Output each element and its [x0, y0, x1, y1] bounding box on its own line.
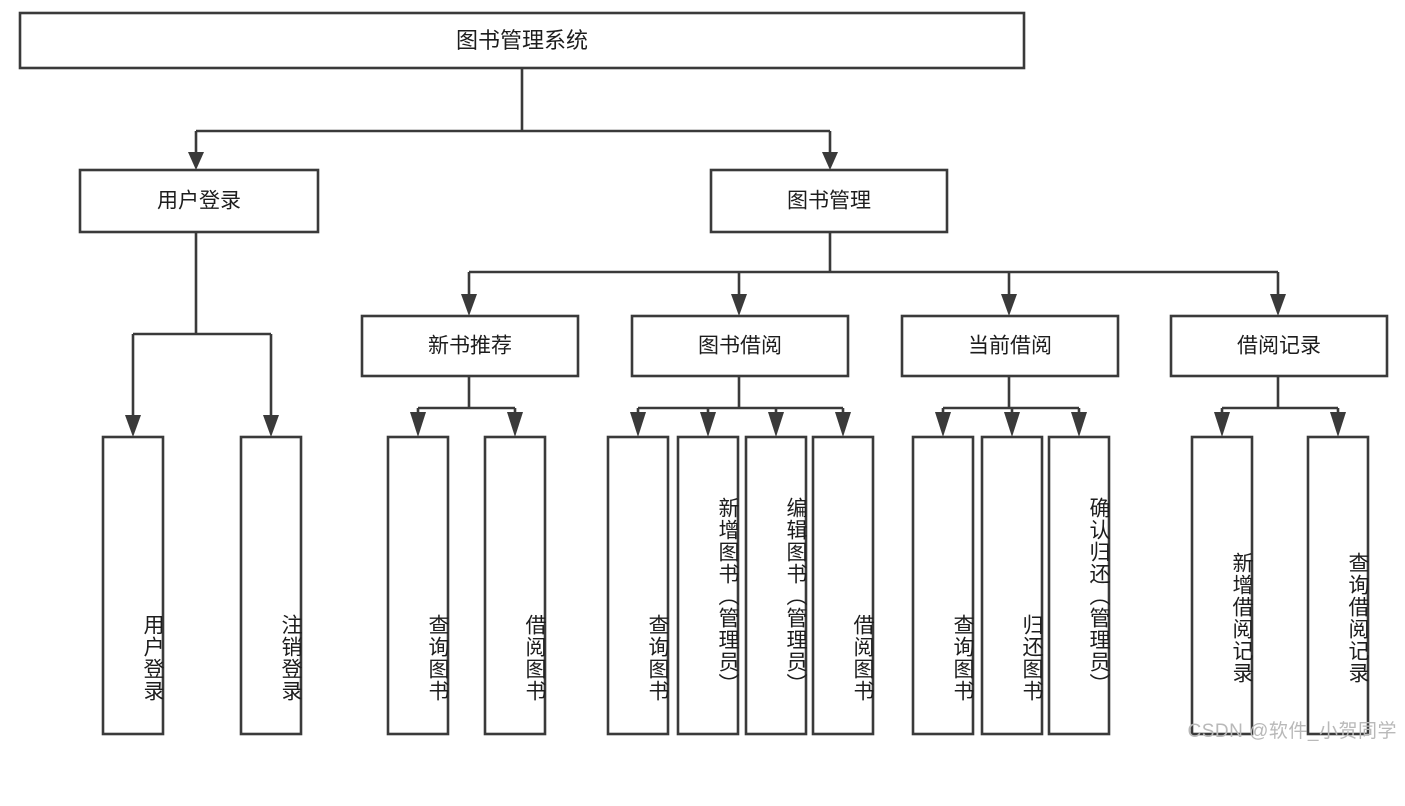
node-book-borrow-label: 图书借阅 — [698, 335, 782, 358]
diagram-canvas: 图书管理系统 用户登录 图书管理 新书推荐 图书借阅 当前借阅 借阅记录 — [18, 11, 1389, 736]
node-book-borrow[interactable]: 图书借阅 — [630, 314, 850, 378]
arrow-head-leaf-query-book-2 — [630, 412, 646, 437]
leaf-box-add-book[interactable] — [676, 435, 740, 736]
connector-group-new-book-recommend — [410, 376, 523, 437]
leaf-box-borrow-book-2[interactable] — [811, 435, 875, 736]
leaf-box-confirm-return[interactable] — [1047, 435, 1111, 736]
connector-group-current-borrow — [935, 376, 1087, 437]
leaf-box-group — [101, 435, 1370, 736]
leaf-box-return-book[interactable] — [980, 435, 1044, 736]
arrow-head-book-manage — [822, 152, 838, 170]
node-user-login[interactable]: 用户登录 — [78, 168, 320, 234]
csdn-watermark: CSDN @软件_小贺同学 — [1187, 721, 1397, 742]
node-current-borrow-box — [900, 314, 1120, 378]
arrow-head-leaf-user-login — [125, 415, 141, 437]
connector-group-book-borrow — [630, 376, 851, 437]
leaf-box-user-login[interactable] — [101, 435, 165, 736]
arrow-head-leaf-add-record — [1214, 412, 1230, 437]
functional-structure-diagram: 图书管理系统 用户登录 图书管理 新书推荐 图书借阅 当前借阅 借阅记录 — [18, 11, 1397, 742]
node-book-manage-box — [709, 168, 949, 234]
node-user-login-label: 用户登录 — [157, 190, 241, 213]
arrow-head-current-borrow — [1001, 294, 1017, 316]
node-current-borrow-label: 当前借阅 — [968, 335, 1052, 358]
arrow-head-leaf-user-logout — [263, 415, 279, 437]
leaf-box-query-record[interactable] — [1306, 435, 1370, 736]
arrow-head-leaf-confirm-return — [1071, 412, 1087, 437]
leaf-box-query-book-2[interactable] — [606, 435, 670, 736]
node-book-manage[interactable]: 图书管理 — [709, 168, 949, 234]
node-new-book-recommend-box — [360, 314, 580, 378]
node-current-borrow[interactable]: 当前借阅 — [900, 314, 1120, 378]
arrow-head-leaf-return-book — [1004, 412, 1020, 437]
leaf-box-query-book-1[interactable] — [386, 435, 450, 736]
arrow-head-leaf-edit-book — [768, 412, 784, 437]
arrow-head-leaf-add-book — [700, 412, 716, 437]
node-new-book-recommend-label: 新书推荐 — [428, 335, 512, 358]
connector-group-user-login — [125, 232, 279, 437]
connector-group-book-manage — [461, 232, 1286, 316]
leaf-box-edit-book[interactable] — [744, 435, 808, 736]
arrow-head-leaf-query-record — [1330, 412, 1346, 437]
leaf-box-borrow-book-1[interactable] — [483, 435, 547, 736]
arrow-head-book-borrow — [731, 294, 747, 316]
node-borrow-record-box — [1169, 314, 1389, 378]
node-root-system-label: 图书管理系统 — [456, 28, 588, 53]
node-book-manage-label: 图书管理 — [787, 190, 871, 213]
node-book-borrow-box — [630, 314, 850, 378]
connector-group-root — [188, 68, 838, 170]
arrow-head-leaf-borrow-book-2 — [835, 412, 851, 437]
node-root-system[interactable]: 图书管理系统 — [18, 11, 1026, 70]
node-borrow-record[interactable]: 借阅记录 — [1169, 314, 1389, 378]
node-borrow-record-label: 借阅记录 — [1237, 335, 1321, 358]
arrow-head-user-login — [188, 152, 204, 170]
leaf-box-query-book-3[interactable] — [911, 435, 975, 736]
arrow-head-new-book-recommend — [461, 294, 477, 316]
arrow-head-borrow-record — [1270, 294, 1286, 316]
node-root-system-box — [18, 11, 1026, 70]
connector-group-borrow-record — [1214, 376, 1346, 437]
arrow-head-leaf-borrow-book-1 — [507, 412, 523, 437]
arrow-head-leaf-query-book-1 — [410, 412, 426, 437]
node-user-login-box — [78, 168, 320, 234]
leaf-box-user-logout[interactable] — [239, 435, 303, 736]
node-new-book-recommend[interactable]: 新书推荐 — [360, 314, 580, 378]
leaf-box-add-record[interactable] — [1190, 435, 1254, 736]
arrow-head-leaf-query-book-3 — [935, 412, 951, 437]
